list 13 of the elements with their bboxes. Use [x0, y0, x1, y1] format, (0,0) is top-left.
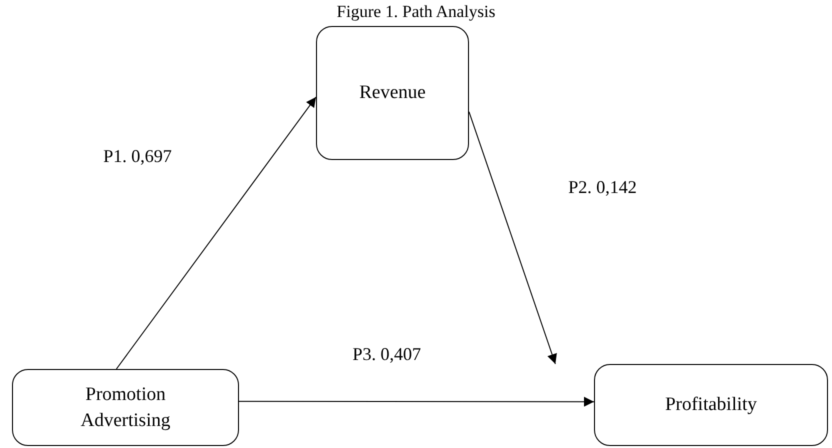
- arrow: [116, 96, 316, 370]
- variable-name: Profitability: [665, 393, 757, 418]
- arrow: [238, 396, 594, 407]
- path-coefficient: P1. 0,697: [103, 146, 172, 167]
- figure-title: Figure 1. Path Analysis: [336, 2, 496, 22]
- path-coefficient: P2. 0,142: [568, 176, 637, 198]
- path-coefficient: P3. 0,407: [352, 344, 422, 365]
- arrow: [468, 111, 557, 364]
- variable-name: Promotion Advertising: [80, 382, 172, 432]
- variable-box: [594, 364, 828, 446]
- variable-box: [316, 26, 469, 160]
- variable-name: Revenue: [359, 81, 426, 106]
- variable-box: [12, 369, 239, 446]
